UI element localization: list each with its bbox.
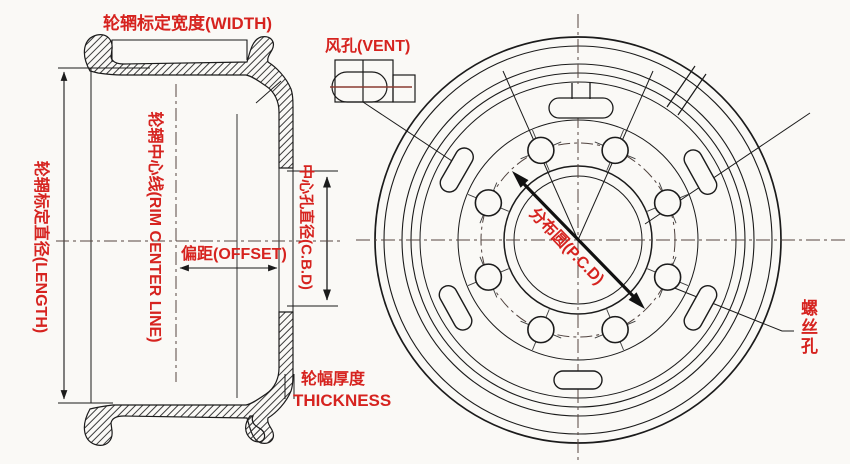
bolt-hole <box>527 136 555 165</box>
offset-label: 偏距(OFFSET) <box>181 246 287 263</box>
section-centerlines <box>56 84 344 382</box>
vent-label: 风孔(VENT) <box>325 38 411 55</box>
bolt-hole <box>474 263 503 291</box>
section-disc-foot <box>245 415 266 443</box>
section-lower-material <box>83 311 294 446</box>
bolt-hole <box>527 315 555 344</box>
pcd-arrow <box>512 171 645 309</box>
rim-diameter-label: 轮辋标定直径(LENGTH) <box>32 160 49 334</box>
width-label: 轮辋标定宽度(WIDTH) <box>103 14 273 33</box>
thickness-label-cn: 轮幅厚度 <box>301 371 366 388</box>
bolt-hole <box>474 189 503 217</box>
center-bore-label: 中心孔直径(C.B.D) <box>297 164 315 290</box>
bolt-hole <box>653 189 682 217</box>
rim-section-view <box>58 34 338 446</box>
hand-hole-slot <box>553 370 603 390</box>
wheel-front-view <box>356 14 848 462</box>
bolt-hole-label: 螺丝孔 <box>798 299 817 356</box>
bolt-hole <box>601 136 629 165</box>
bolt-hole <box>601 315 629 344</box>
valve-hole <box>548 83 614 119</box>
rim-centerline-label: 轮辋中心线(RIM CENTER LINE) <box>146 111 163 343</box>
front-centerlines <box>356 14 848 462</box>
section-upper-material <box>83 34 294 169</box>
bolt-hole <box>653 263 682 291</box>
hand-hole-slot <box>438 285 473 331</box>
hand-hole-slot <box>439 147 474 193</box>
thickness-label-en: THICKNESS <box>293 391 392 410</box>
hand-hole-slot <box>683 285 718 331</box>
hand-hole-slot <box>683 149 718 195</box>
